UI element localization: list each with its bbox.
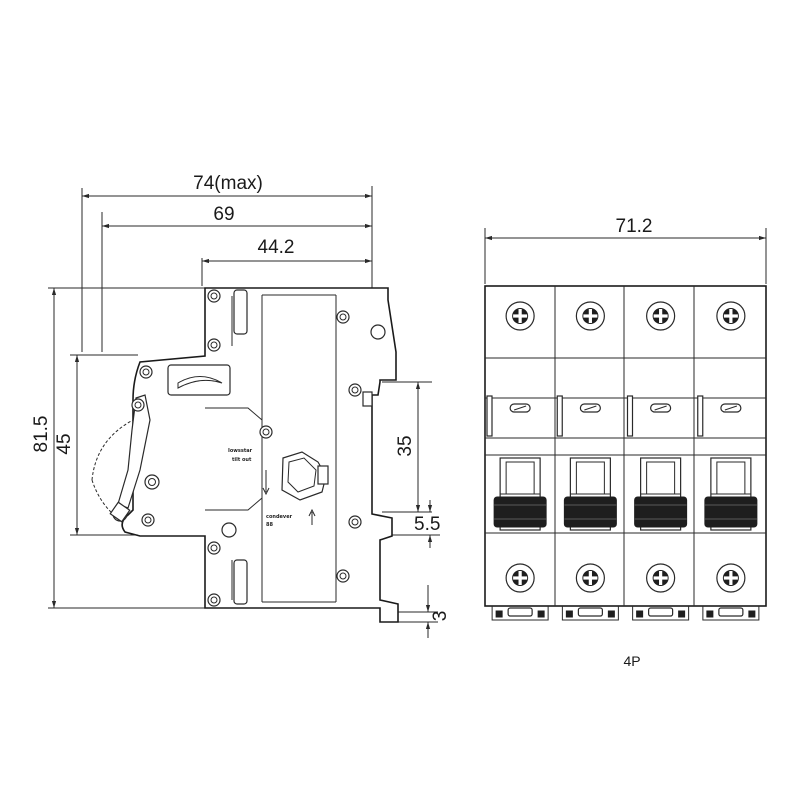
dim-text-69: 69 (213, 204, 234, 225)
top-terminal-screw-icon (505, 301, 535, 331)
side-label-3: condever (266, 514, 293, 520)
side-label-block: Iowsstar tilt out condever 88 (228, 448, 329, 528)
side-din-clip (362, 391, 373, 407)
front-caption: 4P (623, 653, 640, 669)
side-lever-window (167, 364, 231, 396)
pole-4 (697, 301, 758, 593)
side-extension-lines (48, 186, 440, 623)
front-bottom-clips (491, 606, 760, 621)
side-label-1: Iowsstar (228, 448, 253, 454)
din-clip-4 (702, 606, 760, 621)
top-terminal-screw-icon (575, 301, 605, 331)
front-poles (486, 301, 758, 593)
top-terminal-screw-icon (716, 301, 746, 331)
top-terminal-screw-icon (646, 301, 676, 331)
front-pole-dividers (554, 286, 695, 606)
side-view: 74(max) 69 44.2 81.5 45 35 5.5 3 (31, 173, 451, 638)
bottom-terminal-screw-icon (716, 563, 746, 593)
pole-1 (486, 301, 547, 593)
dim-text-35: 35 (395, 435, 416, 456)
dim-text-74: 74(max) (193, 173, 263, 194)
din-clip-3 (632, 606, 690, 621)
side-top-slot (233, 289, 248, 335)
din-clip-2 (561, 606, 619, 621)
dim-text-3: 3 (430, 611, 451, 622)
side-lever-slot (177, 376, 223, 389)
bottom-terminal-screw-icon (646, 563, 676, 593)
side-body-outline (121, 287, 399, 623)
dim-text-45: 45 (54, 433, 75, 454)
side-screw-holes (131, 289, 386, 607)
side-trigger-arm (91, 394, 151, 523)
dim-text-44: 44.2 (258, 237, 295, 258)
dim-text-81: 81.5 (31, 416, 52, 453)
side-bottom-slot (233, 559, 248, 605)
side-step-line (205, 407, 263, 511)
side-dimension-lines (51, 193, 433, 638)
side-label-2: tilt out (232, 457, 252, 463)
bottom-terminal-screw-icon (575, 563, 605, 593)
pole-3 (626, 301, 688, 593)
dim-text-71: 71.2 (616, 216, 653, 237)
side-label-4: 88 (266, 522, 273, 528)
dim-text-5-5: 5.5 (414, 514, 440, 535)
din-clip-1 (491, 606, 549, 621)
pole-2 (556, 301, 617, 593)
front-view: 71.2 4P (484, 216, 767, 669)
front-body-outline (484, 285, 767, 607)
bottom-terminal-screw-icon (505, 563, 535, 593)
